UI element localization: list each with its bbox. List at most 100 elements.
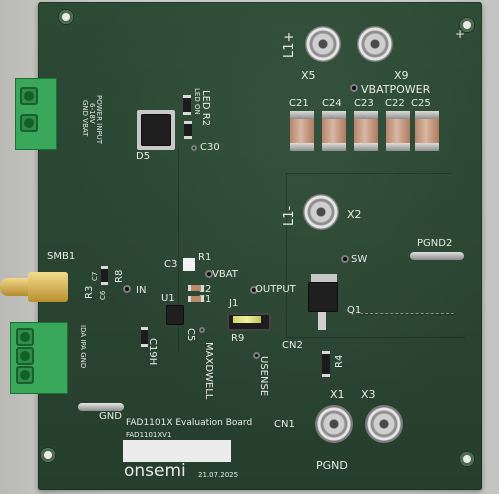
label-x1: X1: [330, 388, 345, 401]
copper-zone-line-2: [286, 173, 287, 337]
signal-screw-2[interactable]: [16, 347, 34, 365]
label-pgnd2: PGND2: [417, 238, 453, 249]
label-c7: C7: [91, 271, 99, 281]
label-sw: SW: [351, 254, 368, 265]
jumper-wire-pgnd2: [410, 252, 464, 260]
copper-zone-line-1: [286, 173, 452, 174]
label-gnd: GND: [99, 411, 122, 422]
screw-terminal-1[interactable]: [20, 87, 38, 105]
jumper-j1-cap: [233, 316, 261, 323]
mounting-hole-top-right: [460, 18, 474, 32]
label-c1: C1: [198, 294, 212, 305]
label-c3: C3: [164, 259, 178, 270]
copper-zone-line-4: [178, 147, 179, 352]
label-power-input: POWER INPUT: [95, 95, 103, 145]
label-u1: U1: [161, 293, 175, 304]
label-c24: C24: [322, 98, 342, 109]
mounting-hole-bottom-right: [460, 452, 474, 466]
label-c6: C6: [99, 290, 107, 300]
label-vbat: VBAT: [212, 269, 238, 280]
label-c19h: C19H: [147, 338, 158, 366]
label-c2: C2: [198, 284, 212, 295]
testpoint-sw[interactable]: [341, 255, 349, 263]
label-c22: C22: [385, 98, 405, 109]
testpoint-vbatpower[interactable]: [350, 84, 358, 92]
dotted-separator: [360, 313, 454, 315]
label-input-range: 6-18V: [88, 103, 96, 124]
screw-terminal-2[interactable]: [20, 114, 38, 132]
mosfet-q1: [308, 282, 338, 312]
plus-mark: +: [455, 27, 466, 41]
label-l1-plus: L1+: [282, 31, 297, 58]
label-maxdwell: MAXDWELL: [203, 342, 214, 400]
led-component: [183, 95, 191, 115]
jumper-wire-gnd: [78, 403, 124, 411]
terminal-post-x3[interactable]: [365, 405, 403, 443]
white-component-r1: [183, 258, 195, 271]
smb-connector-body: [28, 272, 68, 302]
label-pgnd: PGND: [316, 459, 348, 472]
component-c19h: [141, 327, 148, 347]
resistor-r8: [101, 266, 108, 285]
label-signal-terminal: IDA IPA GND: [79, 325, 87, 369]
q1-tab: [311, 274, 337, 284]
mounting-hole-top-left: [59, 10, 73, 24]
board-version: FAD1101XV1: [126, 431, 172, 439]
capacitor-c2: [188, 285, 204, 291]
board-date: 21.07.2025: [198, 471, 239, 479]
label-r4: R4: [334, 354, 345, 368]
label-led-on: LED ON: [193, 88, 201, 115]
copper-zone-line-3: [286, 337, 466, 338]
label-x9: X9: [394, 69, 409, 82]
label-r1: R1: [198, 252, 212, 263]
diode-d5: [141, 114, 171, 146]
smb-connector-pin[interactable]: [0, 278, 30, 296]
capacitor-c24: [322, 111, 346, 151]
label-in: IN: [136, 285, 147, 296]
signal-screw-1[interactable]: [16, 328, 34, 346]
capacitor-c21: [290, 111, 314, 151]
ic-u1: [166, 305, 184, 325]
testpoint-usense[interactable]: [253, 352, 260, 359]
terminal-post-x5[interactable]: [305, 26, 341, 62]
terminal-post-x1[interactable]: [315, 405, 353, 443]
label-vbatpower: VBATPOWER: [361, 83, 431, 96]
capacitor-c25: [415, 111, 439, 151]
label-cn1: CN1: [274, 419, 295, 430]
label-q1: Q1: [347, 305, 362, 316]
label-c5: C5: [185, 328, 196, 342]
testpoint-maxdwell[interactable]: [199, 327, 205, 333]
capacitor-c22: [386, 111, 410, 151]
testpoint-output[interactable]: [250, 286, 258, 294]
label-gnd-vbat: GND VBAT: [81, 100, 89, 137]
label-led-r2: LED R2: [200, 90, 211, 127]
label-c30: C30: [200, 142, 220, 153]
resistor-r2: [184, 121, 192, 139]
capacitor-c1: [188, 296, 204, 302]
label-x2: X2: [347, 208, 362, 221]
label-x5: X5: [301, 69, 316, 82]
label-r9: R9: [231, 333, 245, 344]
label-c25: C25: [411, 98, 431, 109]
label-usense: USENSE: [258, 356, 269, 397]
label-d5: D5: [136, 151, 151, 162]
capacitor-c30-mark: [191, 145, 197, 151]
label-c23: C23: [354, 98, 374, 109]
q1-leg: [318, 312, 326, 330]
label-l1-minus: L1-: [282, 205, 297, 226]
label-x3: X3: [361, 388, 376, 401]
label-j1: J1: [229, 298, 239, 309]
label-r3: R3: [84, 285, 95, 299]
testpoint-vbat[interactable]: [205, 270, 213, 278]
terminal-post-x2[interactable]: [303, 194, 339, 230]
terminal-post-x9[interactable]: [357, 26, 393, 62]
label-smb1: SMB1: [47, 251, 76, 262]
label-r8: R8: [114, 269, 125, 283]
resistor-r4: [322, 351, 330, 377]
signal-screw-3[interactable]: [16, 366, 34, 384]
testpoint-in[interactable]: [123, 285, 131, 293]
mounting-hole-bottom-left: [41, 448, 55, 462]
label-cn2: CN2: [282, 340, 303, 351]
capacitor-c23: [354, 111, 378, 151]
